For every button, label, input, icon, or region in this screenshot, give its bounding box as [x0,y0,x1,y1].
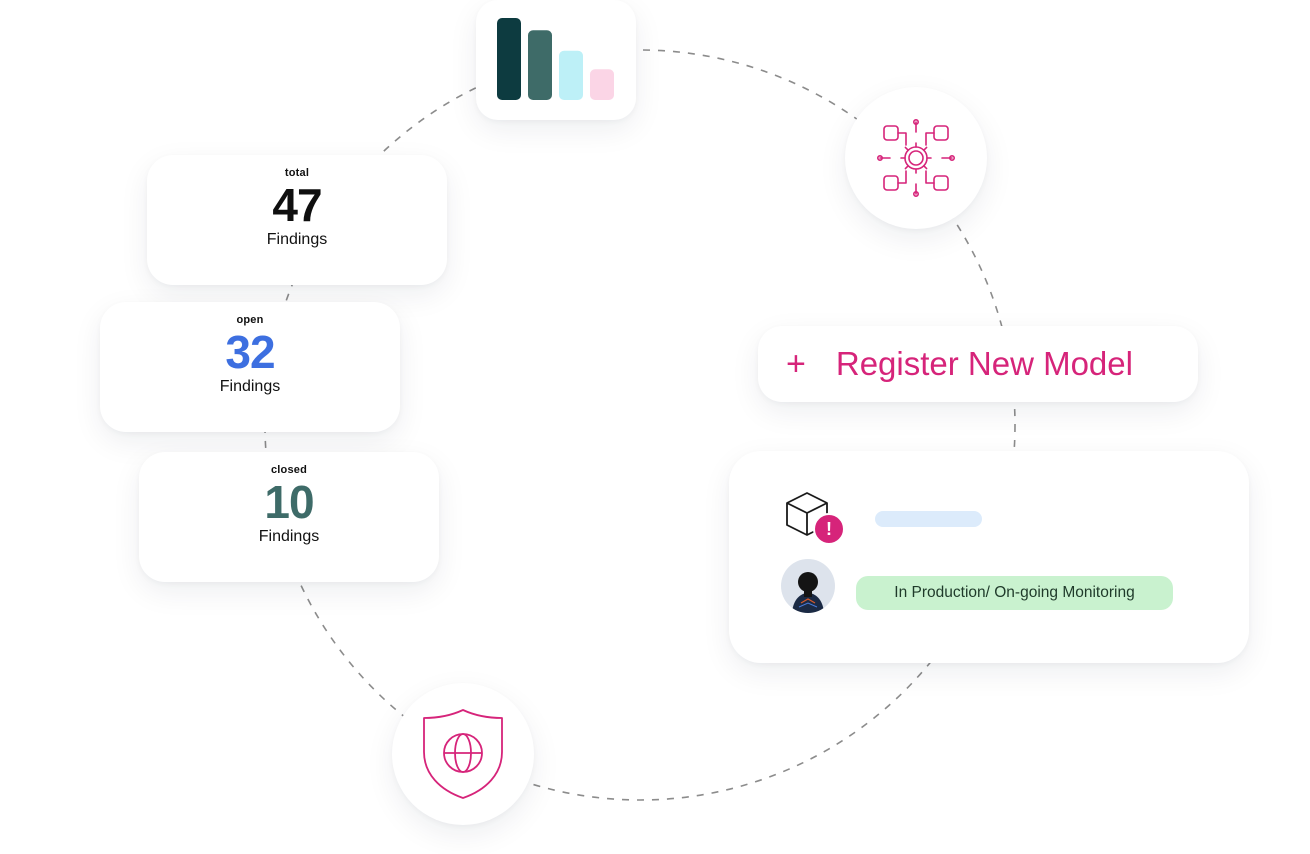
chart-bar-1 [497,18,521,100]
avatar-image [792,572,824,613]
closed-value: 10 [264,476,314,528]
total-unit: Findings [266,231,328,248]
register-new-model-button[interactable]: + Register New Model [758,326,1198,402]
alert-icon: ! [813,513,845,545]
open-value: 32 [225,326,275,378]
chart-card[interactable] [476,0,636,120]
plus-icon: + [786,345,806,383]
open-label: open [236,314,264,326]
gear-network-icon [876,118,956,198]
model-card[interactable]: ! In Production/ On-going Monitoring [729,451,1249,663]
alert-glyph: ! [826,518,832,539]
shield-globe-icon [423,709,503,799]
cube-icon [786,492,828,536]
register-label: Register New Model [835,345,1133,382]
total-label: total [284,167,310,179]
security-node[interactable] [392,683,534,825]
open-findings-card[interactable]: open 32 Findings [100,302,400,432]
closed-unit: Findings [258,528,320,545]
status-badge: In Production/ On-going Monitoring [856,576,1173,610]
chart-bar-3 [559,50,583,100]
bar-chart-icon [497,18,614,100]
open-unit: Findings [219,378,281,395]
closed-findings-card[interactable]: closed 10 Findings [139,452,439,582]
total-value: 47 [272,179,322,231]
closed-label: closed [270,464,308,476]
automation-node[interactable] [845,87,987,229]
chart-bar-2 [528,30,552,100]
model-name-placeholder [875,511,982,527]
total-findings-card[interactable]: total 47 Findings [147,155,447,285]
chart-bar-4 [590,69,614,100]
avatar[interactable] [781,559,835,613]
